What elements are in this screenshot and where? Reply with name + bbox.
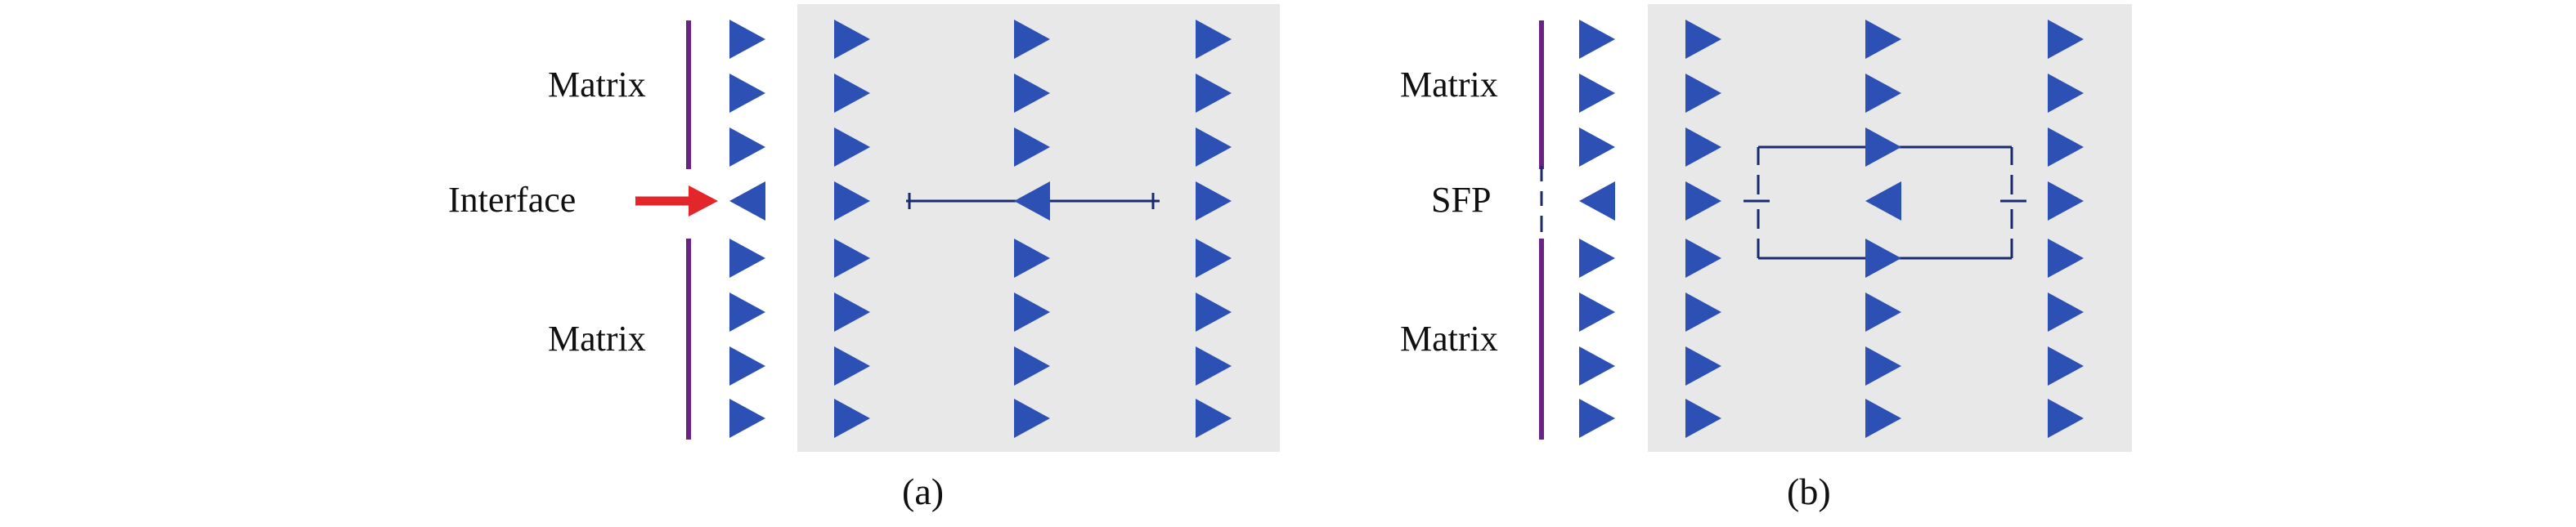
panel-a-triangle <box>729 346 765 386</box>
panel-b-triangle <box>2048 399 2084 438</box>
panel-a-triangle <box>729 181 765 221</box>
panel-a-triangle <box>834 20 870 59</box>
panel-b-triangle <box>1579 239 1615 278</box>
panel-b-triangle <box>1685 346 1721 386</box>
panel-a-triangle <box>1196 399 1232 438</box>
panel-b-triangle <box>2048 346 2084 386</box>
panel-a-triangle <box>1014 293 1050 332</box>
panel-a-triangle <box>1196 127 1232 167</box>
panel-b-triangles <box>1579 20 2084 438</box>
panel-a-triangle <box>834 346 870 386</box>
panel-a-caption: (a) <box>902 471 945 512</box>
panel-a-triangle <box>1014 127 1050 167</box>
panel-a-interface-label: Interface <box>448 180 577 220</box>
panel-b-caption: (b) <box>1787 471 1831 512</box>
panel-a-triangle <box>729 20 765 59</box>
panel-a-triangle <box>834 399 870 438</box>
panel-b <box>1539 4 2132 452</box>
panel-b-triangle <box>1685 127 1721 167</box>
panel-a-triangle <box>834 239 870 278</box>
panel-b-triangle <box>2048 74 2084 113</box>
panel-a-triangle <box>729 293 765 332</box>
panel-a-triangle <box>1196 239 1232 278</box>
panel-b-triangle <box>1685 239 1721 278</box>
panel-a-triangle <box>834 127 870 167</box>
panel-a-triangles <box>729 20 1232 438</box>
panel-a-triangle <box>1014 239 1050 278</box>
panel-a-triangle <box>1196 74 1232 113</box>
panel-b-triangle <box>1685 399 1721 438</box>
panel-a-triangle <box>834 293 870 332</box>
panel-a-triangle <box>1014 20 1050 59</box>
panel-a-triangle <box>729 239 765 278</box>
panel-a-triangle <box>1196 346 1232 386</box>
panel-b-triangle <box>2048 127 2084 167</box>
panel-b-triangle <box>1579 293 1615 332</box>
panel-a-triangle <box>1196 293 1232 332</box>
panel-b-matrix-top-label: Matrix <box>1400 65 1498 105</box>
panel-b-triangle <box>1865 239 1901 278</box>
panel-a-triangle <box>729 399 765 438</box>
panel-b-triangle <box>1865 20 1901 59</box>
panel-b-triangle <box>1685 181 1721 221</box>
panel-a-matrix-top-label: Matrix <box>548 65 646 105</box>
interface-arrow <box>635 185 718 217</box>
panel-b-triangle <box>1865 399 1901 438</box>
panel-b-triangle <box>1685 74 1721 113</box>
panel-b-triangle <box>1579 346 1615 386</box>
panel-a-shaded-region <box>797 4 1280 452</box>
panel-a-triangle <box>834 74 870 113</box>
panel-b-triangle <box>2048 20 2084 59</box>
panel-a-triangle <box>1196 181 1232 221</box>
panel-a-triangle <box>729 74 765 113</box>
panel-b-sfp-label: SFP <box>1431 180 1492 220</box>
panel-b-triangle <box>1579 20 1615 59</box>
panel-b-triangle <box>1579 127 1615 167</box>
panel-b-matrix-bottom-label: Matrix <box>1400 319 1498 359</box>
panel-b-triangle <box>1685 293 1721 332</box>
panel-a-triangle <box>1014 181 1050 221</box>
panel-a-matrix-bottom-label: Matrix <box>548 319 646 359</box>
panel-a-triangle <box>729 127 765 167</box>
panel-b-triangle <box>1865 127 1901 167</box>
panel-b-triangle <box>2048 239 2084 278</box>
panel-b-shaded-region <box>1648 4 2132 452</box>
panel-b-triangle <box>2048 181 2084 221</box>
panel-a <box>635 4 1280 452</box>
panel-b-triangle <box>1865 74 1901 113</box>
panel-a-triangle <box>1014 399 1050 438</box>
panel-b-triangle <box>1579 399 1615 438</box>
panel-a-triangle <box>834 181 870 221</box>
panel-b-triangle <box>1579 74 1615 113</box>
panel-b-triangle <box>1579 181 1615 221</box>
panel-b-triangle <box>1685 20 1721 59</box>
panel-b-triangle <box>2048 293 2084 332</box>
panel-b-triangle <box>1865 181 1901 221</box>
panel-a-triangle <box>1014 346 1050 386</box>
panel-a-triangle <box>1196 20 1232 59</box>
panel-b-triangle <box>1865 293 1901 332</box>
panel-a-triangle <box>1014 74 1050 113</box>
panel-b-triangle <box>1865 346 1901 386</box>
